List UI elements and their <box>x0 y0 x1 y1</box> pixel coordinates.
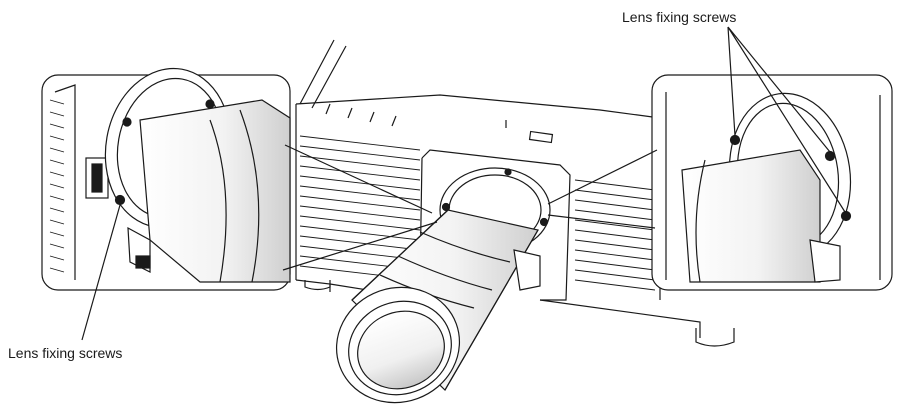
screw-icon <box>729 134 741 146</box>
right-detail-panel <box>651 74 893 291</box>
screw-icon <box>114 194 126 206</box>
left-vent-grille <box>299 135 421 281</box>
screw-icon <box>441 202 451 212</box>
callout-label-bottom-left: Lens fixing screws <box>8 345 123 361</box>
left-connector-lines <box>282 144 438 271</box>
screw-icon <box>504 168 512 176</box>
screw-icon <box>840 210 852 222</box>
leader-line-bottom-left <box>81 204 121 341</box>
callout-label-top-right: Lens fixing screws <box>622 9 737 25</box>
screw-icon <box>539 217 549 227</box>
screw-icon <box>205 99 215 109</box>
main-lens <box>335 167 551 404</box>
left-detail-panel <box>41 67 291 291</box>
leader-line-top-right <box>727 26 846 213</box>
screw-icon <box>122 117 132 127</box>
right-connector-lines <box>547 149 658 229</box>
screw-icon <box>824 150 836 162</box>
right-vent-grille <box>574 179 656 291</box>
